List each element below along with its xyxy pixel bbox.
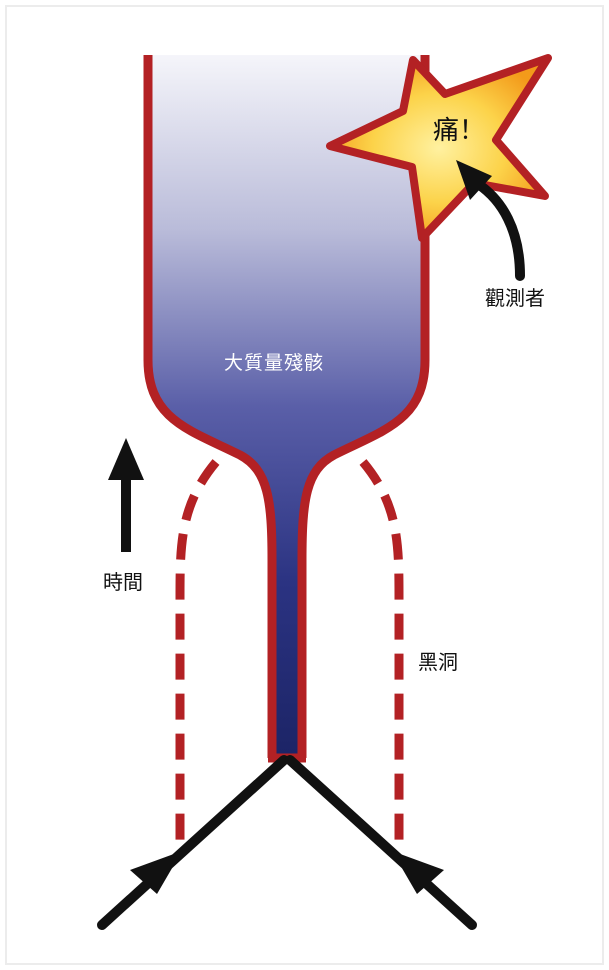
ouch-label: 痛！	[433, 118, 485, 144]
massive-remnant-label: 大質量殘骸	[224, 354, 324, 373]
observer-label: 觀測者	[485, 288, 545, 308]
time-label: 時間	[103, 572, 143, 592]
black-hole-label: 黑洞	[418, 652, 458, 672]
